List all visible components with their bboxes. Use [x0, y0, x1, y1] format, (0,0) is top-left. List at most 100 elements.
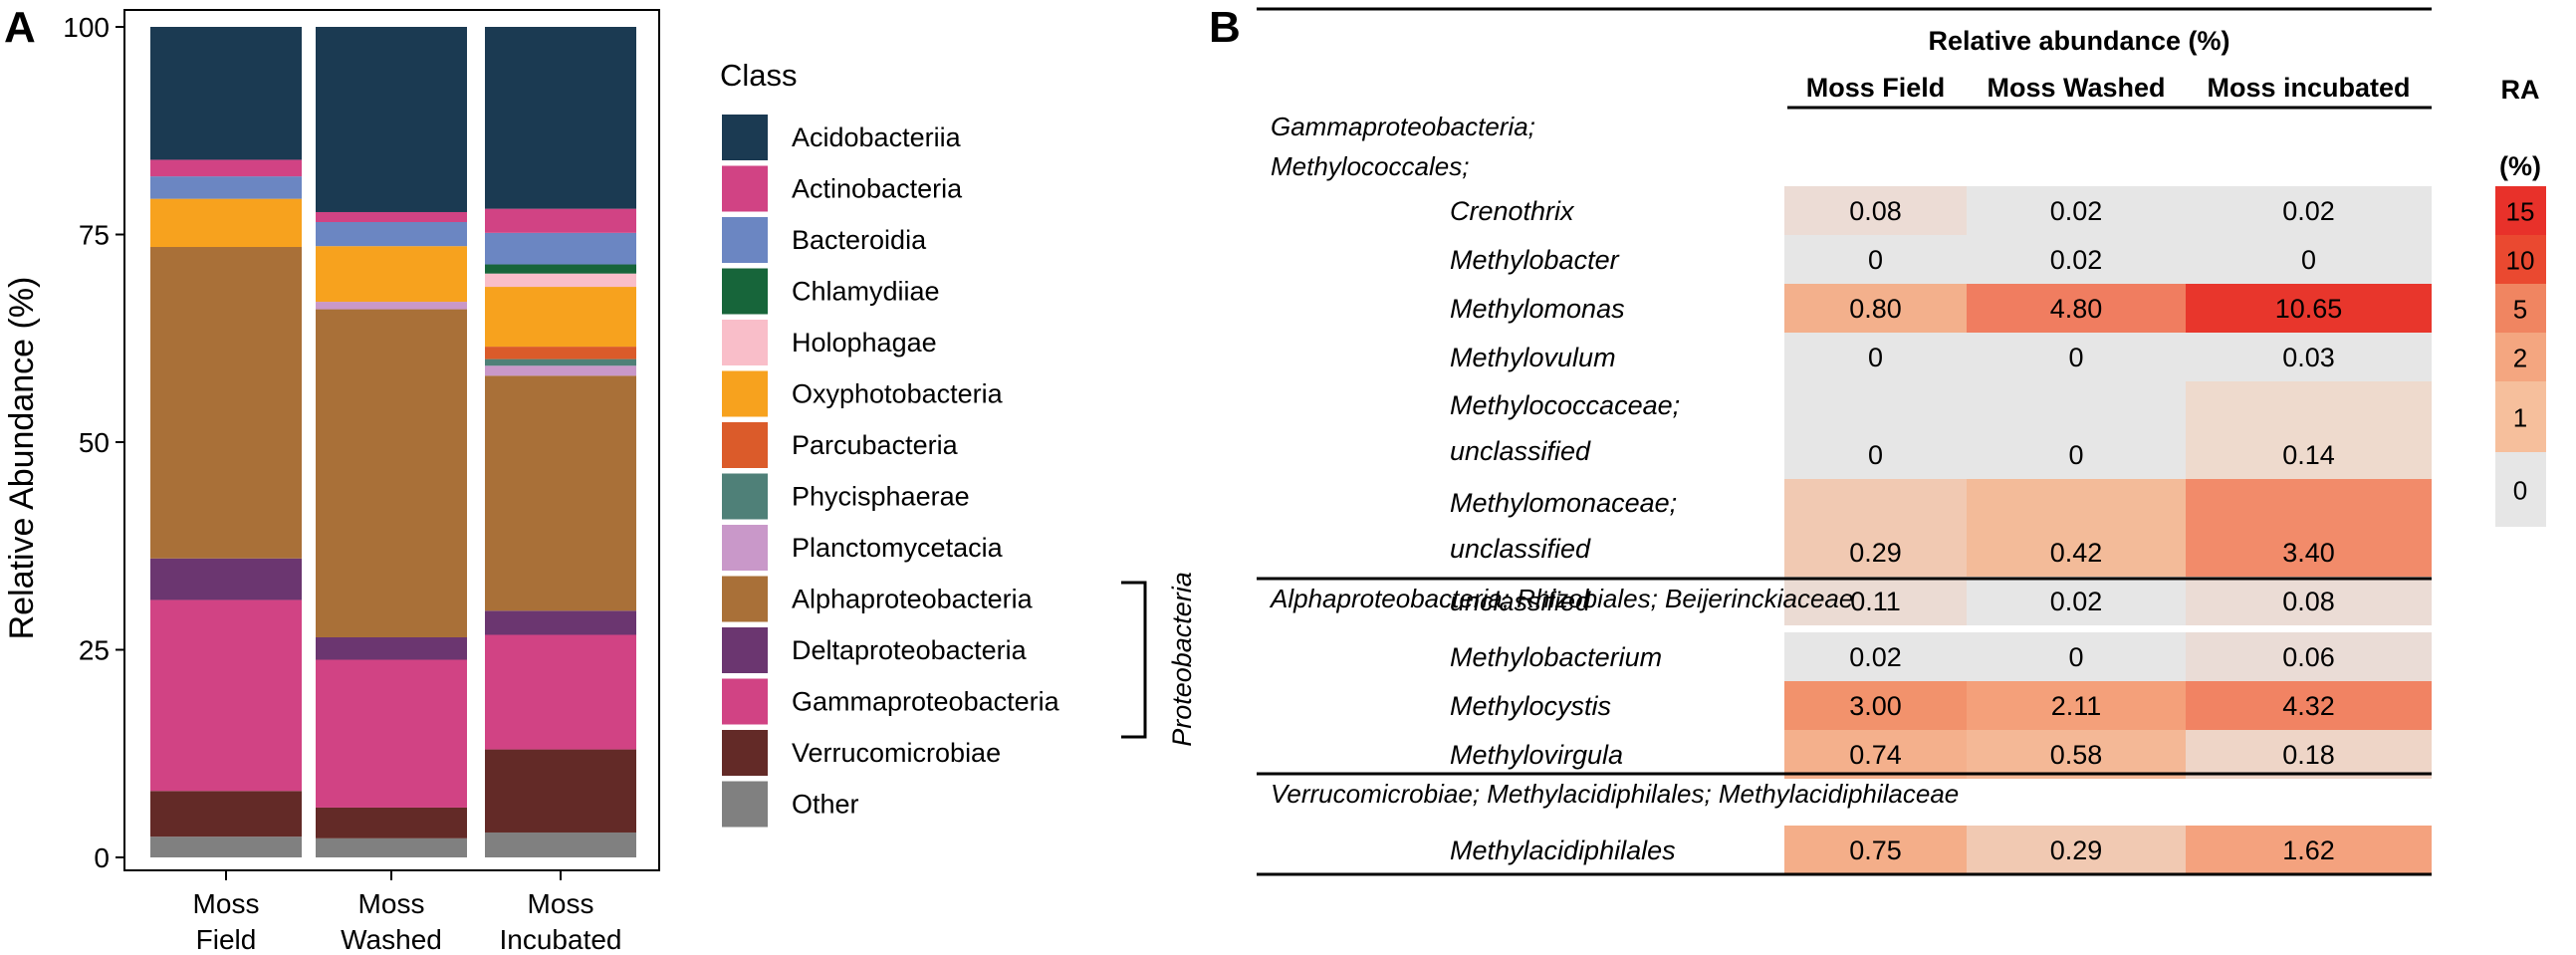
heatmap-cell: [2186, 479, 2432, 577]
row-label: Methylobacterium: [1450, 642, 1662, 672]
x-tick-label: Field: [196, 924, 257, 955]
panel-a-letter: A: [4, 3, 36, 52]
column-header: Moss Washed: [1987, 73, 2165, 103]
scale-swatch: [2495, 284, 2546, 333]
row-label: Methylovulum: [1450, 343, 1616, 372]
legend-label-other: Other: [792, 790, 859, 820]
bar-segment-gammaproteobacteria: [316, 659, 467, 808]
bar-segment-actinobacteria: [485, 208, 636, 233]
legend-swatch-holophagae: [722, 320, 768, 365]
scale-label: 15: [2506, 197, 2535, 227]
scale-swatch: [2495, 452, 2546, 527]
bar-segment-acidobacteriia: [316, 27, 467, 212]
cell-value: 0.11: [1850, 587, 1901, 616]
row-label: Methylococcaceae;: [1450, 390, 1680, 420]
row-label: Methylocystis: [1450, 691, 1611, 721]
bar-segment-actinobacteria: [150, 159, 302, 177]
bar-segment-oxyphotobacteria: [316, 246, 467, 303]
cell-value: 0.08: [1849, 196, 1902, 226]
bar-segment-other: [150, 836, 302, 857]
cell-value: 4.32: [2282, 691, 2335, 721]
row-label: unclassified: [1450, 534, 1591, 564]
heatmap-cell: [2186, 284, 2432, 333]
heatmap-cell: [1784, 381, 1967, 479]
proteobacteria-label: Proteobacteria: [1167, 572, 1197, 747]
legend-swatch-other: [722, 781, 768, 828]
bar-segment-planctomycetacia: [485, 365, 636, 376]
x-tick-label: Moss: [358, 888, 425, 919]
heatmap-cell: [1967, 333, 2186, 381]
cell-value: 0.02: [1849, 642, 1902, 672]
heatmap-cell: [1784, 681, 1967, 730]
row-label: Methylobacter: [1450, 245, 1620, 275]
bar-segment-chlamydiiae: [485, 264, 636, 274]
cell-value: 0: [1868, 343, 1883, 372]
bar-segment-deltaproteobacteria: [316, 636, 467, 660]
header-title: Relative abundance (%): [1928, 26, 2229, 56]
cell-value: 0.06: [2282, 642, 2335, 672]
legend-swatch-phycisphaerae: [722, 473, 768, 520]
heatmap-cell: [1967, 186, 2186, 235]
row-label: unclassified: [1450, 436, 1591, 466]
heatmap-cell: [1784, 235, 1967, 284]
bar-segment-bacteroidia: [485, 232, 636, 265]
bar-segment-bacteroidia: [150, 176, 302, 199]
cell-value: 0: [1868, 440, 1883, 470]
x-tick-label: Incubated: [500, 924, 622, 955]
legend-swatch-acidobacteriia: [722, 115, 768, 160]
bar-segment-deltaproteobacteria: [485, 610, 636, 635]
cell-value: 0: [2068, 642, 2083, 672]
group-label: Methylococcales;: [1271, 151, 1469, 181]
legend-label-verrucomicrobiae: Verrucomicrobiae: [792, 738, 1001, 768]
bar-segment-acidobacteriia: [485, 27, 636, 209]
legend-label-holophagae: Holophagae: [792, 328, 937, 358]
scale-swatch: [2495, 333, 2546, 381]
legend-label-parcubacteria: Parcubacteria: [792, 430, 959, 460]
cell-value: 3.40: [2282, 538, 2335, 568]
legend-label-acidobacteriia: Acidobacteriia: [792, 122, 962, 152]
heatmap-cell: [1784, 284, 1967, 333]
legend-label-actinobacteria: Actinobacteria: [792, 174, 963, 204]
cell-value: 0.74: [1849, 740, 1902, 770]
row-label: Methylomonas: [1450, 294, 1625, 324]
scale-swatch: [2495, 235, 2546, 284]
cell-value: 0.29: [2050, 836, 2103, 865]
heatmap-cell: [1784, 632, 1967, 681]
cell-value: 0.02: [2282, 196, 2335, 226]
bar-segment-acidobacteriia: [150, 27, 302, 160]
bar-segment-oxyphotobacteria: [485, 287, 636, 348]
legend-label-gammaproteobacteria: Gammaproteobacteria: [792, 687, 1060, 717]
cell-value: 10.65: [2275, 294, 2343, 324]
panel-b-letter: B: [1209, 3, 1241, 52]
y-tick-label: 25: [79, 635, 110, 666]
row-label: Methylomonaceae;: [1450, 488, 1677, 518]
cell-value: 4.80: [2050, 294, 2103, 324]
legend-label-alphaproteobacteria: Alphaproteobacteria: [792, 585, 1034, 614]
cell-value: 0.58: [2050, 740, 2103, 770]
heatmap-cell: [2186, 381, 2432, 479]
heatmap-cell: [2186, 826, 2432, 874]
bar-segment-actinobacteria: [316, 211, 467, 222]
cell-value: 0.02: [2050, 587, 2103, 616]
legend-label-phycisphaerae: Phycisphaerae: [792, 482, 970, 512]
cell-value: 0.75: [1849, 836, 1902, 865]
heatmap-cell: [1784, 577, 1967, 625]
group-label: Gammaproteobacteria;: [1271, 112, 1535, 141]
cell-value: 1.62: [2282, 836, 2335, 865]
heatmap-cell: [1967, 632, 2186, 681]
y-tick-label: 0: [94, 842, 110, 873]
cell-value: 0.08: [2282, 587, 2335, 616]
heatmap-cell: [1784, 479, 1967, 577]
bars: [150, 27, 636, 857]
bar-segment-gammaproteobacteria: [150, 599, 302, 792]
bar-segment-phycisphaerae: [485, 358, 636, 366]
legend-label-bacteroidia: Bacteroidia: [792, 225, 927, 255]
bar-segment-verrucomicrobiae: [316, 807, 467, 838]
row-label: Methylacidiphilales: [1450, 836, 1676, 865]
heatmap-cell: [2186, 235, 2432, 284]
row-label: Methylovirgula: [1450, 740, 1623, 770]
